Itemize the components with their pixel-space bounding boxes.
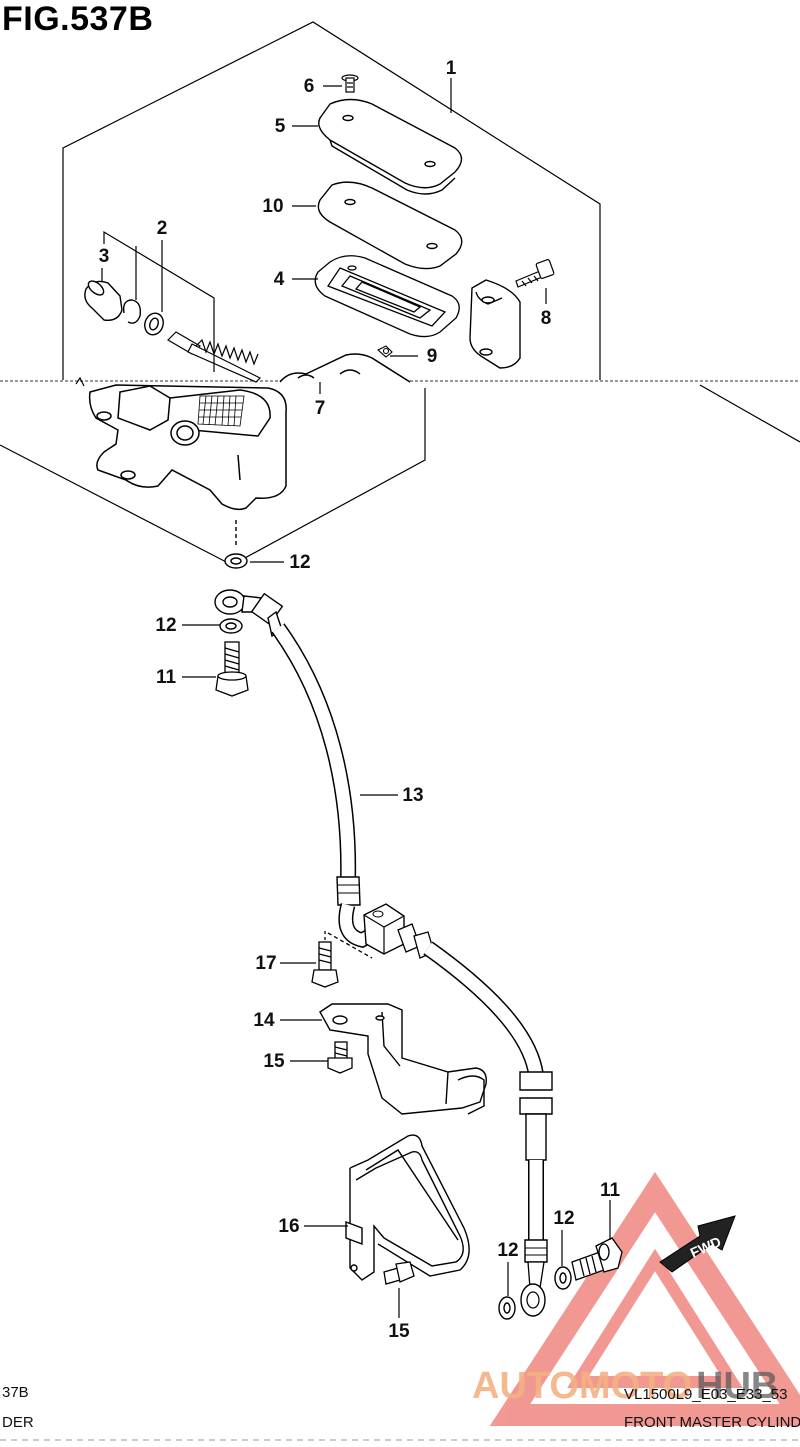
callout-16: 16 [278, 1216, 299, 1237]
callout-9: 9 [427, 346, 438, 367]
washer-12-bottom-left [498, 1296, 516, 1320]
footer-left-top: 37B [2, 1384, 29, 1401]
part-14-bracket [319, 1003, 487, 1115]
part-15-bolt-upper [327, 1041, 353, 1074]
watermark-logo [489, 1171, 800, 1426]
callout-11-upper: 11 [156, 667, 177, 688]
callout-numbers: 1 2 3 4 5 6 7 8 9 10 11 12 12 13 14 15 1… [99, 58, 621, 1342]
clamp-holder [469, 279, 521, 369]
part-16-guide [345, 1134, 470, 1281]
callout-15-upper: 15 [263, 1051, 285, 1072]
washer-12-lower [219, 618, 243, 634]
part-8-bolt [515, 259, 555, 288]
part-13-brake-hose [271, 623, 553, 1317]
part-6-screw [341, 74, 359, 93]
callout-4: 4 [274, 269, 285, 290]
footer-right-bottom: FRONT MASTER CYLIND [624, 1414, 800, 1431]
watermark-text: AUTOMOTO HUB [472, 1365, 778, 1407]
leader-lines [101, 85, 611, 1318]
callout-1: 1 [446, 58, 457, 79]
callout-14: 14 [253, 1010, 275, 1031]
washer-12-upper [224, 520, 248, 569]
callout-11-lower: 11 [600, 1180, 621, 1201]
bolt-11-upper [215, 641, 249, 697]
part-10-plate [317, 181, 463, 270]
part-4-diaphragm [314, 255, 460, 338]
piston-assembly [75, 331, 262, 387]
assembly-outline [0, 21, 800, 566]
part-17-bolt [311, 928, 373, 988]
part-9-clip [377, 345, 393, 358]
callout-12-upper: 12 [289, 552, 310, 573]
callout-12-bottom-left: 12 [497, 1240, 518, 1261]
watermark-main: AUTOMOTO [472, 1365, 692, 1407]
footer-left-bottom: DER [2, 1414, 34, 1431]
bolt-11-lower [571, 1237, 623, 1281]
callout-12-bottom-right: 12 [553, 1208, 574, 1229]
figure-title: FIG.537B [2, 0, 154, 38]
callout-5: 5 [275, 116, 286, 137]
part-15-bolt-lower [383, 1261, 415, 1285]
callout-3: 3 [99, 246, 110, 267]
part-2-seals [122, 299, 164, 336]
part-3-boot [84, 280, 123, 321]
part-7-cylinder-body [88, 353, 411, 511]
callout-7: 7 [315, 398, 326, 419]
callout-8: 8 [541, 308, 552, 329]
callout-17: 17 [255, 953, 276, 974]
watermark-accent: HUB [696, 1365, 778, 1407]
callout-15-lower: 15 [388, 1321, 410, 1342]
footer-right-top: VL1500L9_E03_E33_53 [624, 1386, 788, 1403]
callout-2: 2 [157, 218, 168, 239]
callout-12-mid: 12 [155, 615, 176, 636]
callout-10: 10 [262, 196, 283, 217]
part-5-cap [318, 98, 463, 195]
callout-6: 6 [304, 76, 315, 97]
callout-13: 13 [402, 785, 423, 806]
washer-12-bottom-right [554, 1266, 572, 1290]
